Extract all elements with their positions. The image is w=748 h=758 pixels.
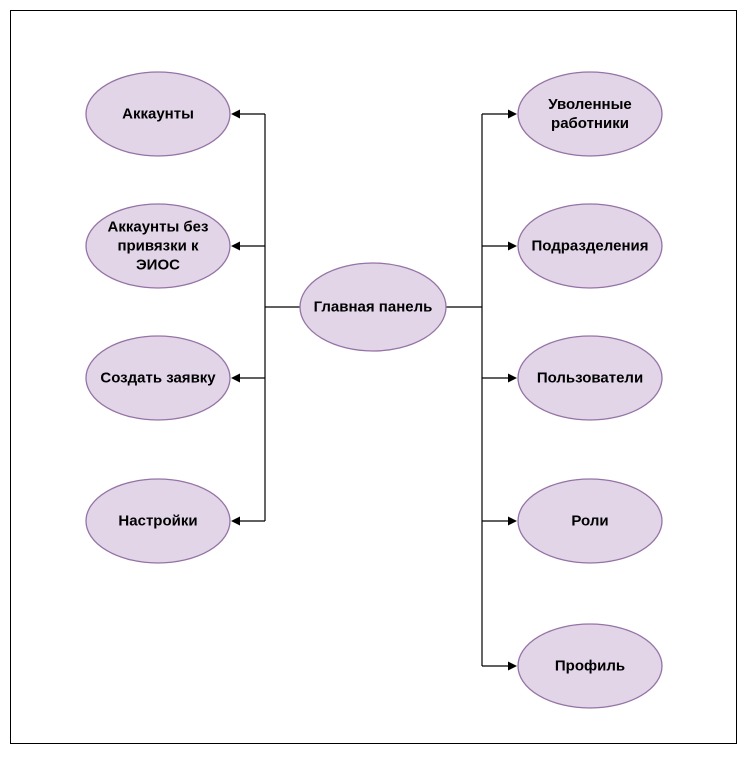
- node-users-label: Пользователи: [537, 370, 643, 387]
- node-settings-label: Настройки: [118, 513, 197, 530]
- node-users-ellipse: [517, 335, 663, 421]
- arrowhead-left: [231, 373, 240, 383]
- node-departments: Подразделения: [517, 203, 663, 289]
- node-settings: Настройки: [85, 478, 231, 564]
- node-profile: Профиль: [517, 623, 663, 709]
- node-dismissed-employees-ellipse: [517, 71, 663, 157]
- arrowhead-left: [231, 241, 240, 251]
- arrowhead-left: [231, 516, 240, 526]
- diagram-frame: [10, 10, 737, 744]
- node-accounts: Аккаунты: [85, 71, 231, 157]
- arrowhead-left: [231, 109, 240, 119]
- node-accounts-unbound-label: ЭИОС: [136, 257, 180, 274]
- node-dismissed-employees: Уволенные работники: [517, 71, 663, 157]
- arrowhead-right: [508, 373, 517, 383]
- node-departments-label: Подразделения: [532, 238, 649, 255]
- node-profile-label: Профиль: [555, 658, 625, 675]
- node-settings-ellipse: [85, 478, 231, 564]
- node-accounts-ellipse: [85, 71, 231, 157]
- node-accounts-unbound: Аккаунты без привязки к ЭИОС: [85, 203, 231, 289]
- arrowhead-right: [508, 661, 517, 671]
- node-users: Пользователи: [517, 335, 663, 421]
- node-accounts-unbound-label: Аккаунты без: [108, 219, 209, 236]
- node-dismissed-employees-label: Уволенные: [548, 96, 632, 113]
- node-departments-ellipse: [517, 203, 663, 289]
- node-roles-ellipse: [517, 478, 663, 564]
- node-main-panel-label: Главная панель: [314, 299, 433, 316]
- arrowhead-right: [508, 109, 517, 119]
- node-accounts-unbound-ellipse: [85, 203, 231, 289]
- node-create-request: Создать заявку: [85, 335, 231, 421]
- node-dismissed-employees-label: работники: [551, 115, 629, 132]
- diagram-edges: [231, 109, 517, 671]
- node-accounts-unbound-label: привязки к: [117, 238, 199, 255]
- node-profile-ellipse: [517, 623, 663, 709]
- node-roles: Роли: [517, 478, 663, 564]
- arrowhead-right: [508, 516, 517, 526]
- node-roles-label: Роли: [571, 513, 608, 530]
- arrowhead-right: [508, 241, 517, 251]
- node-main-panel: Главная панель: [299, 262, 447, 352]
- node-accounts-label: Аккаунты: [122, 106, 194, 123]
- node-create-request-label: Создать заявку: [100, 370, 216, 387]
- node-main-panel-ellipse: [299, 262, 447, 352]
- node-create-request-ellipse: [85, 335, 231, 421]
